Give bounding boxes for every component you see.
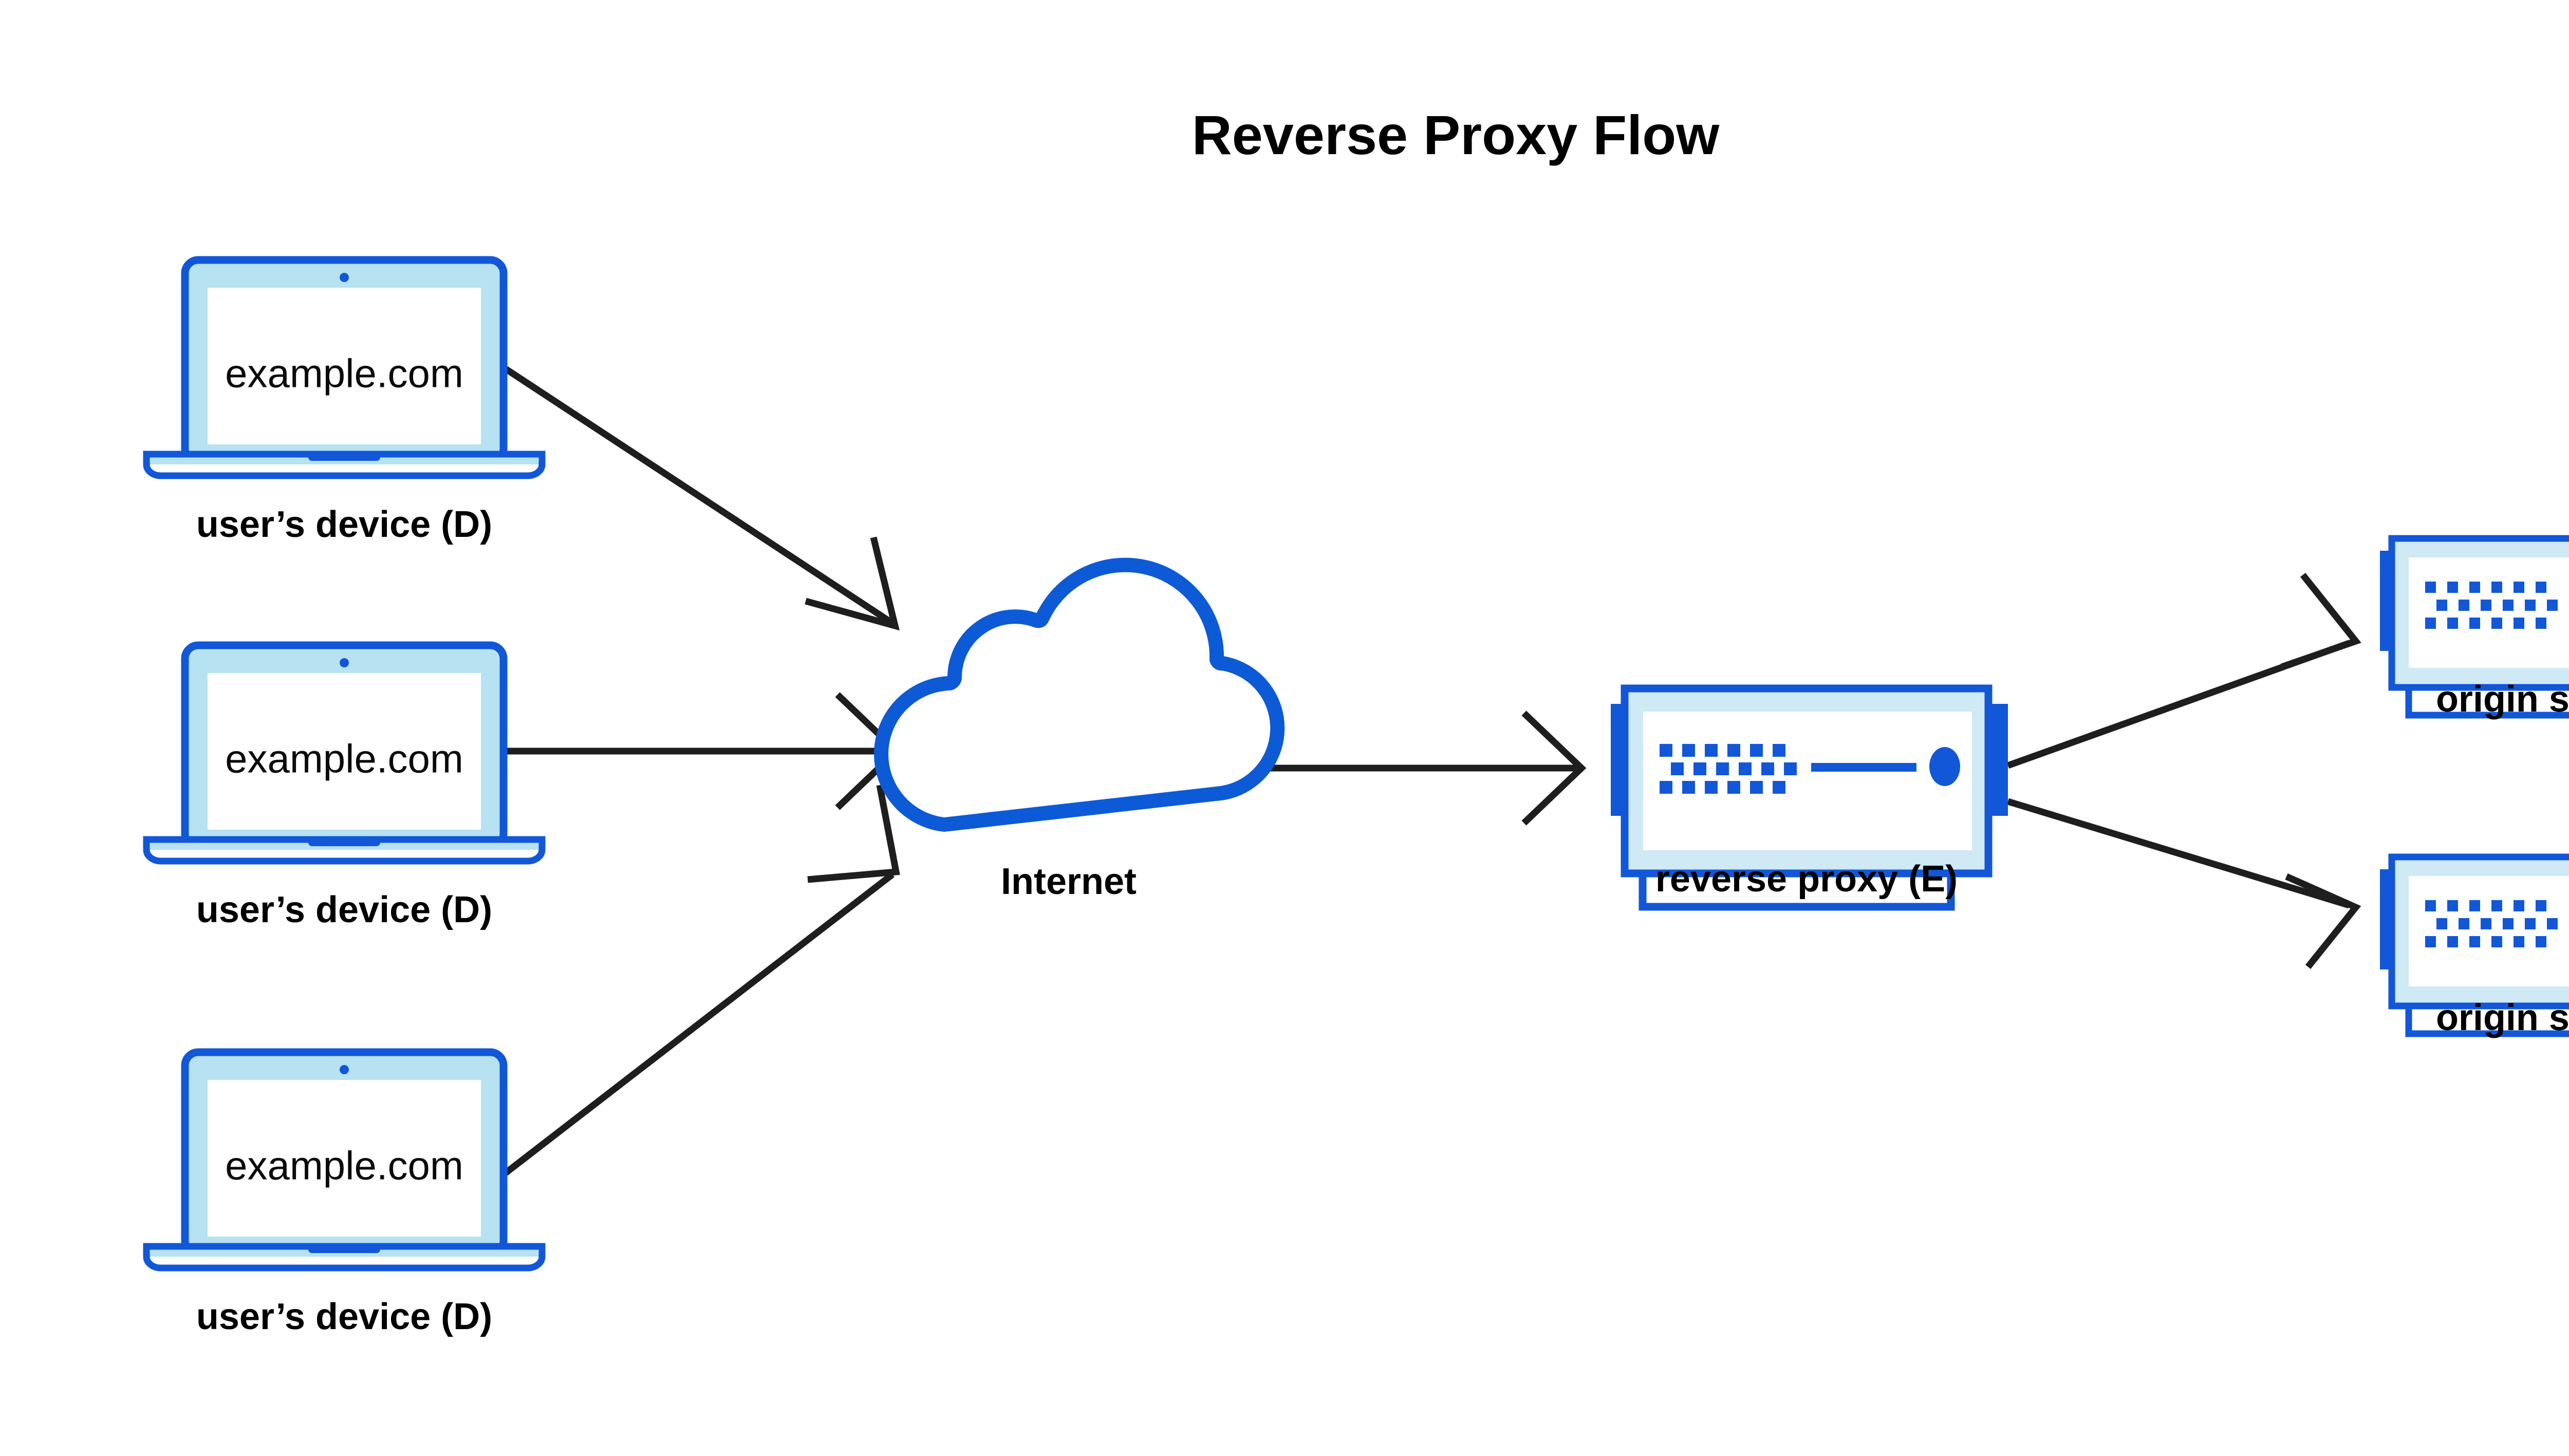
arrow-device-top-to-internet	[499, 363, 900, 631]
arrow-reverse-proxy-to-origin-top	[2006, 572, 2361, 769]
laptop-icon-top: example.com	[143, 256, 546, 479]
page-title: Reverse Proxy Flow	[1192, 104, 1720, 166]
laptop-base-underside	[143, 1256, 546, 1272]
server-port-grid	[1660, 744, 1797, 794]
node-user-device-top[interactable]: example.com user’s device (D)	[143, 256, 546, 545]
laptop-screen	[208, 673, 481, 830]
node-label-internet: Internet	[1001, 861, 1137, 902]
webcam-icon	[340, 658, 349, 667]
laptop-icon-middle: example.com	[143, 641, 546, 865]
node-origin-server-top[interactable]: origin server (F)	[2380, 535, 2569, 720]
node-internet[interactable]: Internet	[874, 557, 1285, 902]
server-port-grid	[2425, 900, 2558, 947]
node-label-origin-server-bottom: origin server (F)	[2436, 997, 2569, 1038]
laptop-notch	[308, 453, 380, 461]
arrow-device-middle-to-internet	[501, 692, 902, 810]
flow-arrows	[499, 363, 2361, 1180]
node-label-user-device-bottom: user’s device (D)	[196, 1296, 492, 1337]
node-label-reverse-proxy: reverse proxy (E)	[1655, 858, 1958, 900]
server-icon-reverse-proxy	[1611, 684, 2008, 911]
node-label-user-device-middle: user’s device (D)	[196, 889, 492, 930]
laptop-screen	[208, 1080, 481, 1237]
laptop-icon-bottom: example.com	[143, 1048, 546, 1272]
webcam-icon	[340, 273, 349, 282]
node-origin-server-bottom[interactable]: origin server (F)	[2380, 853, 2569, 1038]
server-port-grid	[2425, 582, 2558, 629]
webcam-icon	[340, 1065, 349, 1074]
laptop-notch	[308, 1245, 380, 1253]
server-status-line	[1811, 763, 1916, 772]
server-icon-origin-bottom	[2380, 853, 2569, 1037]
server-front-panel	[2409, 876, 2569, 986]
server-front-panel	[2409, 557, 2569, 668]
laptop-notch	[308, 838, 380, 846]
arrow-internet-to-reverse-proxy	[1230, 711, 1587, 826]
node-user-device-bottom[interactable]: example.com user’s device (D)	[143, 1048, 546, 1337]
server-icon-origin-top	[2380, 535, 2569, 719]
node-label-user-device-top: user’s device (D)	[196, 504, 492, 545]
laptop-base-underside	[143, 464, 546, 479]
node-reverse-proxy[interactable]: reverse proxy (E)	[1611, 684, 2008, 911]
arrow-device-bottom-to-internet	[499, 784, 900, 1180]
screen-url-text: example.com	[225, 351, 463, 396]
cloud-icon	[874, 557, 1285, 832]
screen-url-text: example.com	[225, 736, 463, 781]
screen-url-text: example.com	[225, 1143, 463, 1188]
laptop-screen	[208, 288, 481, 444]
node-user-device-middle[interactable]: example.com user’s device (D)	[143, 641, 546, 930]
server-led-indicator	[1929, 747, 1960, 786]
server-front-panel	[1643, 712, 1972, 850]
arrow-reverse-proxy-to-origin-bottom	[2007, 798, 2361, 969]
laptop-base-underside	[143, 849, 546, 865]
node-label-origin-server-top: origin server (F)	[2436, 679, 2569, 720]
